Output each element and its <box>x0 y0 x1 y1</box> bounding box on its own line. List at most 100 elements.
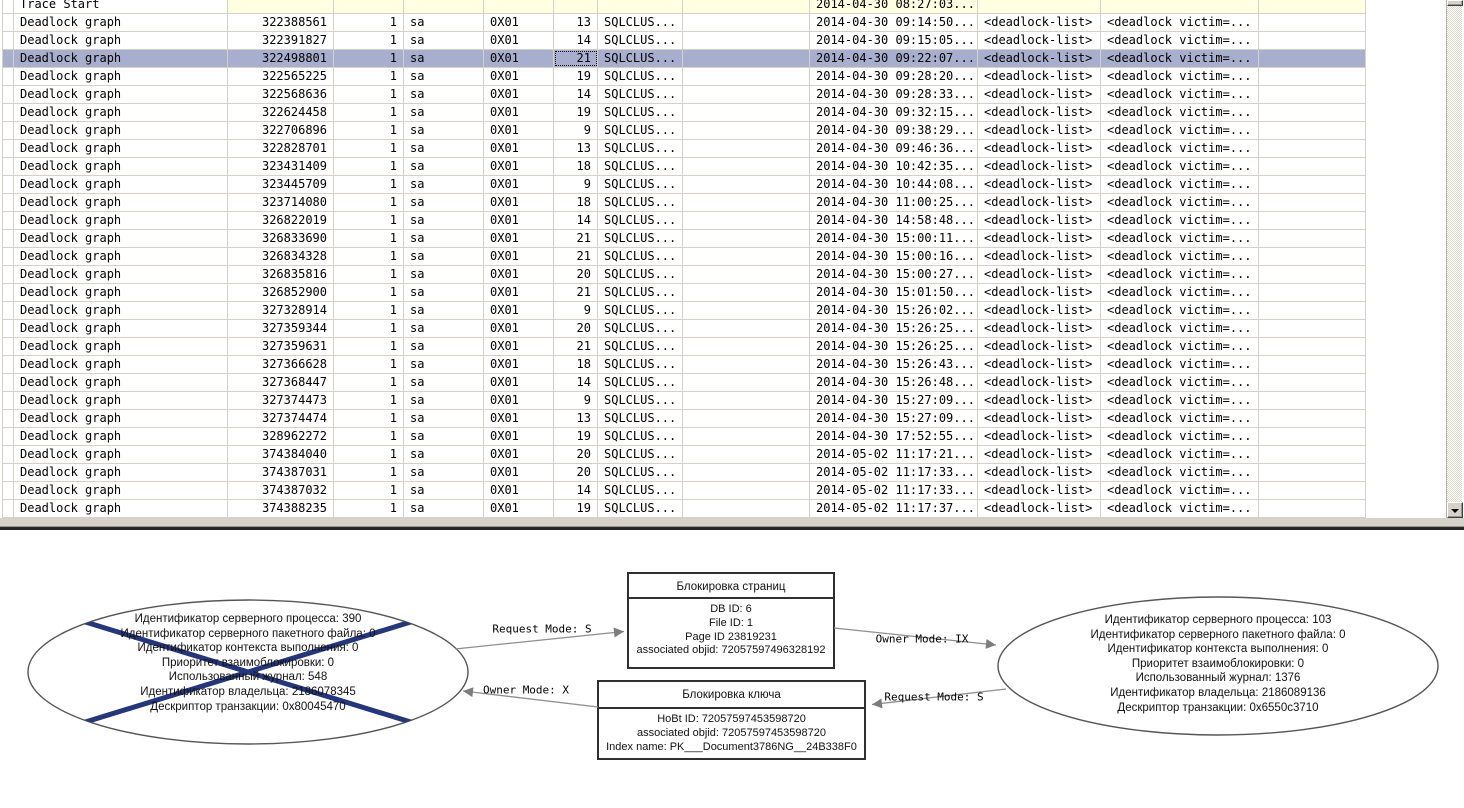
table-row[interactable]: Deadlock graph 326835816 1 sa 0X01 20 SQ… <box>3 266 1366 284</box>
row-margin-cell <box>3 302 14 319</box>
row-margin-cell <box>3 284 14 301</box>
trailing-cell <box>1259 266 1366 283</box>
detail-line: Идентификатор серверного процесса: 103 <box>1104 614 1332 626</box>
spid-cell <box>554 0 598 13</box>
table-row[interactable]: Deadlock graph 374387032 1 sa 0X01 14 SQ… <box>3 482 1366 500</box>
starttime-cell: 2014-04-30 11:00:25... <box>810 194 978 211</box>
table-row[interactable]: Deadlock graph 322498801 1 sa 0X01 21 SQ… <box>3 50 1366 68</box>
table-row[interactable]: Deadlock graph 374387031 1 sa 0X01 20 SQ… <box>3 464 1366 482</box>
deadlock-list-cell: <deadlock-list> <box>978 158 1101 175</box>
spid-cell: 21 <box>554 248 598 265</box>
table-row[interactable]: Deadlock graph 323714080 1 sa 0X01 18 SQ… <box>3 194 1366 212</box>
table-row[interactable]: Deadlock graph 327368447 1 sa 0X01 14 SQ… <box>3 374 1366 392</box>
deadlock-list-cell: <deadlock-list> <box>978 32 1101 49</box>
table-row[interactable]: Deadlock graph 326834328 1 sa 0X01 21 SQ… <box>3 248 1366 266</box>
trailing-cell <box>1259 104 1366 121</box>
count-cell: 1 <box>334 482 404 499</box>
deadlock-victim-cell: <deadlock victim=... <box>1101 230 1259 247</box>
empty-cell <box>683 86 810 103</box>
table-row[interactable]: Deadlock graph 322391827 1 sa 0X01 14 SQ… <box>3 32 1366 50</box>
owner-process-node[interactable] <box>997 596 1439 736</box>
table-row[interactable]: Deadlock graph 326822019 1 sa 0X01 14 SQ… <box>3 212 1366 230</box>
count-cell: 1 <box>334 14 404 31</box>
mode-cell: 0X01 <box>484 158 554 175</box>
table-row[interactable]: Deadlock graph 327359631 1 sa 0X01 21 SQ… <box>3 338 1366 356</box>
trailing-cell <box>1259 50 1366 67</box>
deadlock-list-cell: <deadlock-list> <box>978 104 1101 121</box>
mode-cell: 0X01 <box>484 284 554 301</box>
table-row[interactable]: Deadlock graph 327374473 1 sa 0X01 9 SQL… <box>3 392 1366 410</box>
table-row[interactable]: Deadlock graph 327366628 1 sa 0X01 18 SQ… <box>3 356 1366 374</box>
spid-cell: 13 <box>554 14 598 31</box>
count-cell: 1 <box>334 230 404 247</box>
event-class-cell: Deadlock graph <box>14 32 228 49</box>
starttime-cell: 2014-04-30 17:52:55... <box>810 428 978 445</box>
deadlock-list-cell: <deadlock-list> <box>978 266 1101 283</box>
page-lock-node[interactable] <box>627 572 835 669</box>
application-cell: SQLCLUS... <box>598 32 683 49</box>
table-row[interactable]: Deadlock graph 322624458 1 sa 0X01 19 SQ… <box>3 104 1366 122</box>
event-class-cell: Deadlock graph <box>14 320 228 337</box>
application-cell: SQLCLUS... <box>598 266 683 283</box>
starttime-cell: 2014-04-30 09:28:20... <box>810 68 978 85</box>
mode-cell <box>484 0 554 13</box>
textdata-cell: 326835816 <box>228 266 334 283</box>
event-class-cell: Deadlock graph <box>14 122 228 139</box>
table-row[interactable]: Deadlock graph 326833690 1 sa 0X01 21 SQ… <box>3 230 1366 248</box>
login-cell: sa <box>404 194 484 211</box>
scroll-down-button[interactable] <box>1447 502 1463 518</box>
deadlock-list-cell: <deadlock-list> <box>978 302 1101 319</box>
table-row[interactable]: Deadlock graph 322706896 1 sa 0X01 9 SQL… <box>3 122 1366 140</box>
row-margin-cell <box>3 374 14 391</box>
table-row[interactable]: Deadlock graph 328962272 1 sa 0X01 19 SQ… <box>3 428 1366 446</box>
table-row[interactable]: Deadlock graph 374388235 1 sa 0X01 19 SQ… <box>3 500 1366 518</box>
table-row[interactable]: Deadlock graph 327328914 1 sa 0X01 9 SQL… <box>3 302 1366 320</box>
trailing-cell <box>1259 320 1366 337</box>
table-row[interactable]: Deadlock graph 327359344 1 sa 0X01 20 SQ… <box>3 320 1366 338</box>
row-margin-cell <box>3 500 14 517</box>
table-row[interactable]: Deadlock graph 322568636 1 sa 0X01 14 SQ… <box>3 86 1366 104</box>
mode-cell: 0X01 <box>484 230 554 247</box>
application-cell: SQLCLUS... <box>598 14 683 31</box>
pane-splitter[interactable] <box>0 527 1464 530</box>
login-cell: sa <box>404 284 484 301</box>
deadlock-victim-cell: <deadlock victim=... <box>1101 248 1259 265</box>
table-row[interactable]: Deadlock graph 322565225 1 sa 0X01 19 SQ… <box>3 68 1366 86</box>
login-cell: sa <box>404 446 484 463</box>
grid-bottom-edge <box>0 526 1464 527</box>
count-cell: 1 <box>334 68 404 85</box>
row-margin-cell <box>3 140 14 157</box>
table-row[interactable]: Deadlock graph 323431409 1 sa 0X01 18 SQ… <box>3 158 1366 176</box>
deadlock-list-cell: <deadlock-list> <box>978 86 1101 103</box>
key-lock-node[interactable] <box>597 680 866 760</box>
table-row[interactable]: Deadlock graph 374384040 1 sa 0X01 20 SQ… <box>3 446 1366 464</box>
starttime-cell: 2014-04-30 15:26:48... <box>810 374 978 391</box>
table-row[interactable]: Trace Start 2014-04-30 08:27:03... <box>3 0 1366 14</box>
edge-label-owner-x: Owner Mode: X <box>482 683 570 697</box>
spid-cell: 21 <box>554 50 598 67</box>
starttime-cell: 2014-04-30 09:22:07... <box>810 50 978 67</box>
deadlock-victim-cell: <deadlock victim=... <box>1101 374 1259 391</box>
vertical-scrollbar[interactable] <box>1446 0 1463 518</box>
application-cell: SQLCLUS... <box>598 212 683 229</box>
table-row[interactable]: Deadlock graph 327374474 1 sa 0X01 13 SQ… <box>3 410 1366 428</box>
table-row[interactable]: Deadlock graph 322388561 1 sa 0X01 13 SQ… <box>3 14 1366 32</box>
spid-cell: 18 <box>554 194 598 211</box>
count-cell: 1 <box>334 428 404 445</box>
scrollbar-thumb[interactable] <box>1447 0 1463 6</box>
count-cell: 1 <box>334 122 404 139</box>
deadlock-victim-cell: <deadlock victim=... <box>1101 104 1259 121</box>
table-row[interactable]: Deadlock graph 322828701 1 sa 0X01 13 SQ… <box>3 140 1366 158</box>
application-cell: SQLCLUS... <box>598 302 683 319</box>
deadlock-victim-cell: <deadlock victim=... <box>1101 410 1259 427</box>
table-row[interactable]: Deadlock graph 323445709 1 sa 0X01 9 SQL… <box>3 176 1366 194</box>
login-cell: sa <box>404 212 484 229</box>
mode-cell: 0X01 <box>484 446 554 463</box>
spid-cell: 13 <box>554 410 598 427</box>
application-cell: SQLCLUS... <box>598 410 683 427</box>
event-class-cell: Deadlock graph <box>14 482 228 499</box>
row-margin-cell <box>3 122 14 139</box>
count-cell: 1 <box>334 50 404 67</box>
table-row[interactable]: Deadlock graph 326852900 1 sa 0X01 21 SQ… <box>3 284 1366 302</box>
event-class-cell: Deadlock graph <box>14 248 228 265</box>
